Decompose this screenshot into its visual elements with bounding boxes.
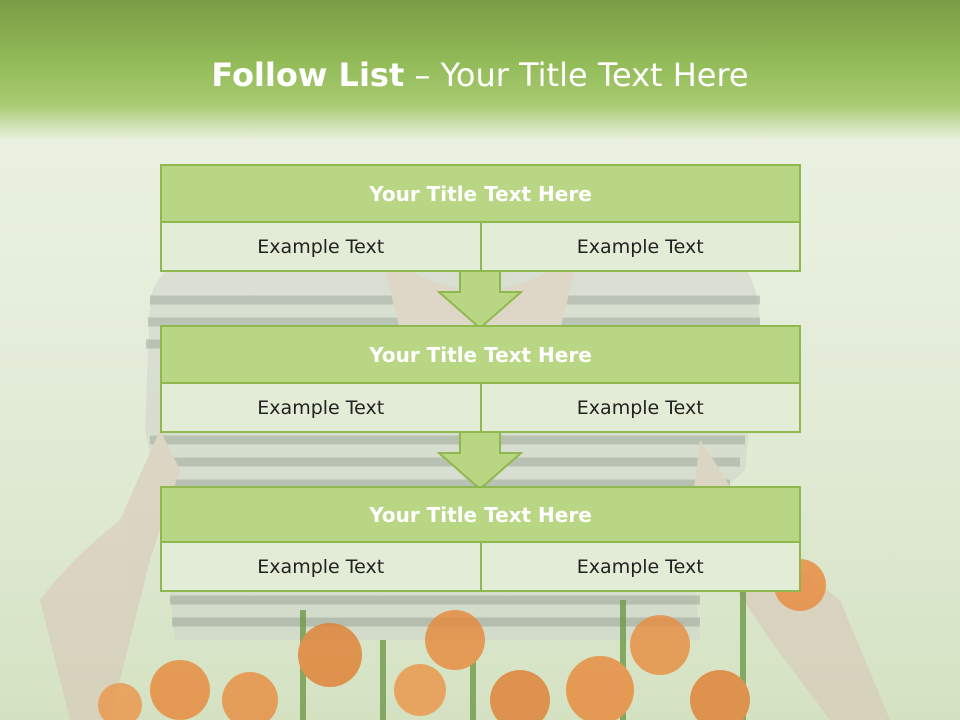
step-row: Example Text Example Text (162, 543, 799, 590)
step-cell-right: Example Text (479, 543, 799, 590)
slide-title: Follow List – Your Title Text Here (0, 52, 960, 98)
step-cell-left: Example Text (162, 223, 480, 270)
step-box-3: Your Title Text Here Example Text Exampl… (160, 486, 801, 592)
title-bold: Follow List (211, 56, 405, 94)
step-title: Your Title Text Here (162, 327, 799, 384)
step-title: Your Title Text Here (162, 166, 799, 223)
step-box-1: Your Title Text Here Example Text Exampl… (160, 164, 801, 272)
header-band (0, 0, 960, 140)
down-arrow-icon (437, 431, 523, 491)
step-cell-right: Example Text (479, 223, 799, 270)
step-row: Example Text Example Text (162, 384, 799, 431)
step-row: Example Text Example Text (162, 223, 799, 270)
step-box-2: Your Title Text Here Example Text Exampl… (160, 325, 801, 433)
step-cell-left: Example Text (162, 543, 480, 590)
step-cell-right: Example Text (479, 384, 799, 431)
down-arrow-icon (437, 270, 523, 330)
step-cell-left: Example Text (162, 384, 480, 431)
title-rest: – Your Title Text Here (404, 56, 749, 94)
step-title: Your Title Text Here (162, 488, 799, 543)
